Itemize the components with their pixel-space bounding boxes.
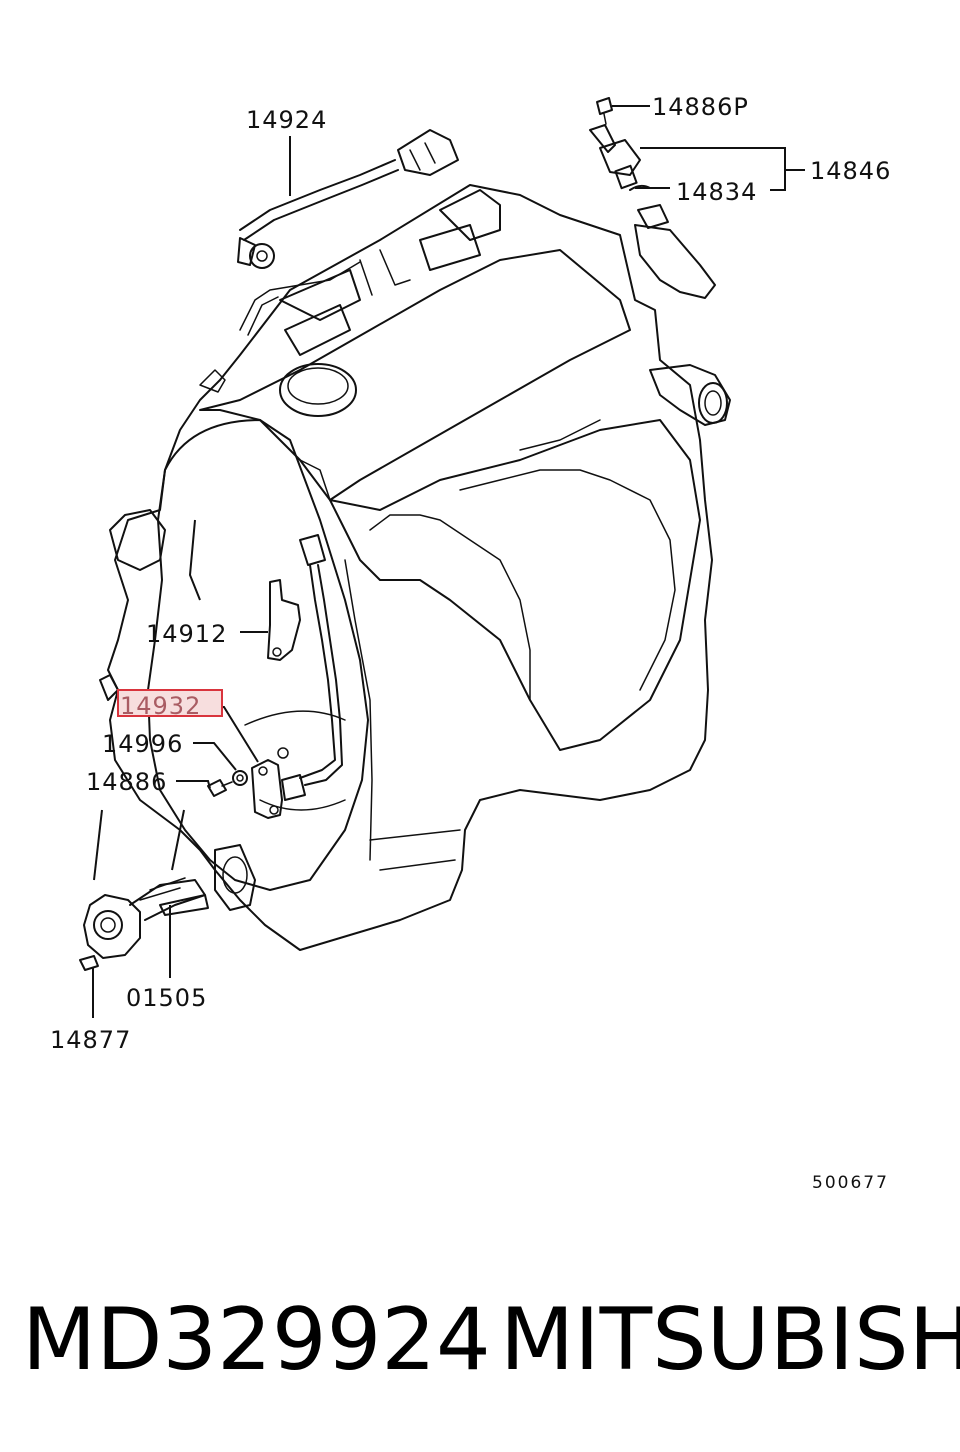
- label-14932[interactable]: 14932: [120, 692, 201, 720]
- diagram-reference-number: 500677: [812, 1173, 889, 1193]
- leader-lines: [92, 105, 805, 1018]
- label-14886P[interactable]: 14886P: [652, 93, 749, 121]
- label-14996[interactable]: 14996: [102, 730, 183, 758]
- engine-block-drawing: [79, 97, 731, 971]
- highlight-box: [117, 689, 223, 717]
- label-14846[interactable]: 14846: [810, 157, 891, 185]
- label-14886[interactable]: 14886: [86, 768, 167, 796]
- highlighted-part-label[interactable]: 14932: [117, 689, 223, 720]
- label-14834[interactable]: 14834: [676, 178, 757, 206]
- label-14924[interactable]: 14924: [246, 106, 327, 134]
- footer: MD329924 MITSUBISHI: [0, 1290, 960, 1390]
- part-labels: 14924 14886P 14846 14834 14912 14932 149…: [50, 93, 891, 1193]
- footer-part-number: MD329924: [22, 1290, 491, 1390]
- footer-brand: MITSUBISHI: [500, 1290, 960, 1390]
- label-14877[interactable]: 14877: [50, 1026, 131, 1054]
- label-14912[interactable]: 14912: [146, 620, 227, 648]
- label-01505[interactable]: 01505: [126, 984, 207, 1012]
